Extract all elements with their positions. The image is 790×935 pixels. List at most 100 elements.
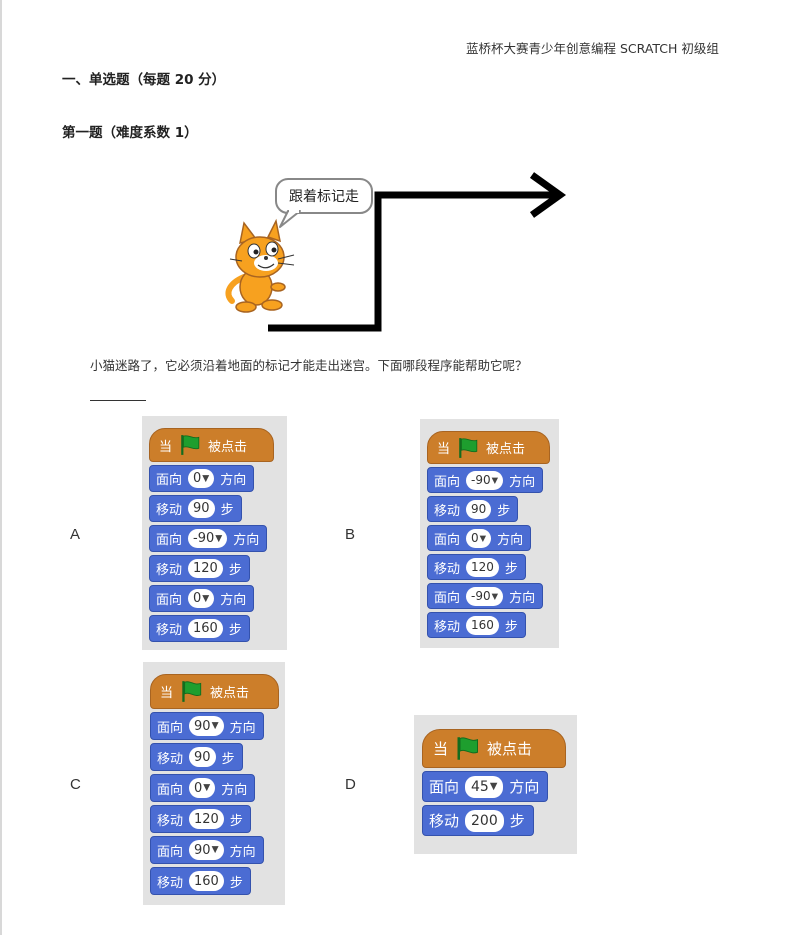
direction-dropdown[interactable]: -90▼ bbox=[188, 529, 228, 548]
speech-bubble: 跟着标记走 bbox=[275, 178, 373, 228]
point-label: 面向 bbox=[157, 720, 184, 736]
direction-value: 90 bbox=[194, 718, 211, 734]
dropdown-triangle-icon: ▼ bbox=[202, 593, 210, 604]
path-arrow-head bbox=[529, 172, 567, 218]
steps-label: 步 bbox=[228, 623, 242, 638]
point-in-direction-block[interactable]: 面向-90▼方向 bbox=[149, 525, 268, 552]
hat-clicked-label: 被点击 bbox=[486, 442, 526, 457]
option-c-letter[interactable]: C bbox=[70, 776, 81, 793]
move-label: 移动 bbox=[157, 751, 184, 767]
dropdown-triangle-icon: ▼ bbox=[215, 533, 223, 544]
point-in-direction-block[interactable]: 面向 -90▼ 方向 bbox=[427, 467, 544, 493]
answer-blank[interactable] bbox=[90, 400, 146, 401]
steps-value: 200 bbox=[471, 812, 498, 829]
direction-value: -90 bbox=[471, 589, 491, 603]
dropdown-triangle-icon: ▼ bbox=[203, 783, 211, 793]
direction-value: 0 bbox=[193, 471, 202, 486]
path-marker bbox=[268, 191, 558, 332]
point-in-direction-block[interactable]: 面向 0▼ 方向 bbox=[150, 774, 256, 802]
header-title: 蓝桥杯大赛青少年创意编程 SCRATCH 初级组 bbox=[466, 41, 719, 56]
point-label: 面向 bbox=[156, 533, 183, 548]
point-label: 面向 bbox=[434, 474, 461, 490]
question-text: 小猫迷路了，它必须沿着地面的标记才能走出迷宫。下面哪段程序能帮助它呢？ bbox=[90, 358, 528, 373]
steps-value: 90 bbox=[194, 749, 211, 765]
move-steps-block[interactable]: 移动 160 步 bbox=[427, 612, 526, 638]
point-in-direction-block[interactable]: 面向 90▼ 方向 bbox=[150, 836, 264, 864]
point-label: 面向 bbox=[156, 593, 183, 608]
direction-value: -90 bbox=[193, 531, 215, 546]
dropdown-triangle-icon: ▼ bbox=[211, 721, 219, 731]
question-title: 第一题（难度系数 1） bbox=[62, 125, 198, 141]
steps-input[interactable]: 120 bbox=[466, 557, 499, 577]
point-label: 面向 bbox=[157, 782, 184, 798]
steps-input[interactable]: 160 bbox=[188, 619, 223, 638]
direction-label: 方向 bbox=[229, 844, 256, 860]
direction-value: 90 bbox=[194, 842, 211, 858]
point-in-direction-block[interactable]: 面向 -90▼ 方向 bbox=[427, 583, 544, 609]
move-label: 移动 bbox=[429, 812, 460, 830]
direction-label: 方向 bbox=[509, 474, 536, 490]
direction-dropdown[interactable]: 90▼ bbox=[189, 840, 224, 860]
steps-input[interactable]: 90 bbox=[466, 499, 492, 519]
direction-value: 0 bbox=[194, 780, 203, 796]
steps-label: 步 bbox=[504, 619, 518, 635]
point-label: 面向 bbox=[434, 590, 461, 606]
steps-input[interactable]: 90 bbox=[188, 499, 215, 518]
move-label: 移动 bbox=[434, 619, 461, 635]
steps-input[interactable]: 200 bbox=[465, 809, 504, 832]
steps-value: 120 bbox=[471, 560, 494, 574]
when-flag-clicked-block[interactable]: 当被点击 bbox=[149, 428, 274, 462]
when-flag-clicked-block[interactable]: 当被点击 bbox=[150, 674, 279, 709]
hat-when-label: 当 bbox=[437, 442, 451, 457]
direction-label: 方向 bbox=[509, 590, 536, 606]
steps-input[interactable]: 120 bbox=[188, 559, 223, 578]
steps-label: 步 bbox=[228, 563, 242, 578]
direction-dropdown[interactable]: -90▼ bbox=[466, 586, 504, 606]
direction-dropdown[interactable]: 0▼ bbox=[188, 589, 215, 608]
direction-dropdown[interactable]: 0▼ bbox=[188, 469, 215, 488]
dropdown-triangle-icon: ▼ bbox=[202, 473, 210, 484]
option-a-letter[interactable]: A bbox=[70, 526, 81, 543]
option-d-letter[interactable]: D bbox=[345, 776, 356, 793]
direction-dropdown[interactable]: -90▼ bbox=[466, 470, 504, 490]
when-flag-clicked-block[interactable]: 当被点击 bbox=[422, 729, 566, 768]
green-flag-icon bbox=[181, 435, 200, 455]
direction-dropdown[interactable]: 90▼ bbox=[189, 716, 224, 736]
direction-dropdown[interactable]: 45▼ bbox=[465, 775, 504, 798]
steps-input[interactable]: 90 bbox=[189, 747, 216, 767]
direction-dropdown[interactable]: 0▼ bbox=[189, 778, 216, 798]
direction-dropdown[interactable]: 0▼ bbox=[466, 528, 492, 548]
direction-value: 0 bbox=[193, 591, 202, 606]
point-label: 面向 bbox=[157, 844, 184, 860]
point-label: 面向 bbox=[429, 778, 460, 796]
when-flag-clicked-block[interactable]: 当 被点击 bbox=[427, 431, 550, 464]
direction-label: 方向 bbox=[221, 782, 248, 798]
option-b-letter[interactable]: B bbox=[345, 526, 356, 543]
hat-clicked-label: 被点击 bbox=[210, 686, 250, 701]
speech-bubble-text: 跟着标记走 bbox=[289, 189, 359, 205]
dropdown-triangle-icon: ▼ bbox=[491, 475, 499, 485]
steps-input[interactable]: 160 bbox=[189, 871, 224, 891]
page-left-border bbox=[0, 0, 2, 935]
steps-input[interactable]: 160 bbox=[466, 615, 499, 635]
steps-value: 160 bbox=[471, 618, 494, 632]
steps-input[interactable]: 120 bbox=[189, 809, 224, 829]
